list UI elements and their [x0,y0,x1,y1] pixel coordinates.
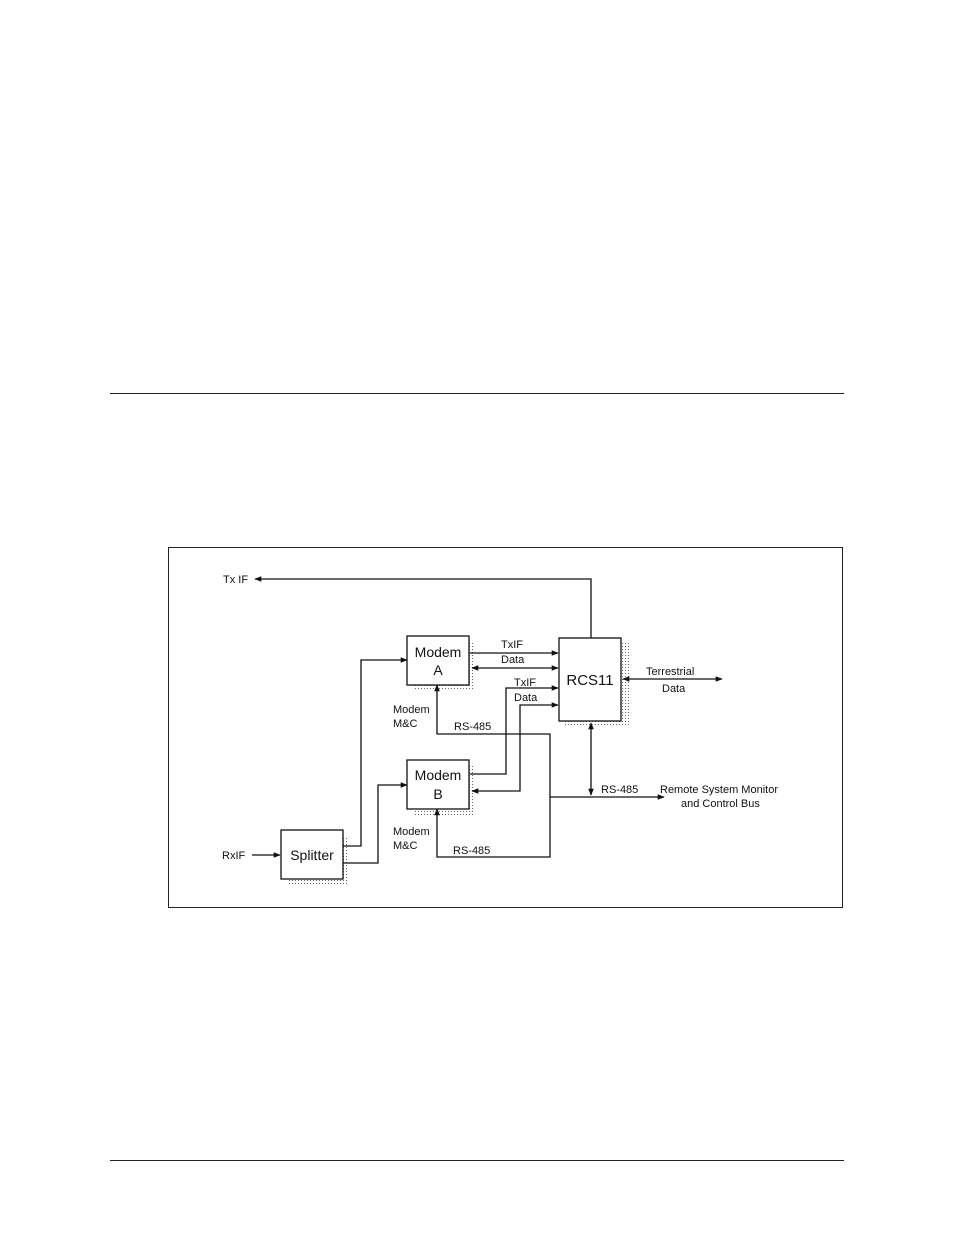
rcs11-label: RCS11 [566,672,613,689]
splitter-label: Splitter [290,847,334,863]
txif-a-label: TxIF [501,639,523,651]
modem-a-label-1: Modem [415,644,462,660]
bottom-rule [110,1160,844,1161]
modem-a-block: Modem A [406,635,470,686]
splitter-to-modem-a [343,657,408,847]
block-diagram: Modem A Modem B RCS11 Splitter Tx IF RxI… [222,574,778,885]
tx-if-line [254,576,592,638]
mc-a-line [434,684,551,797]
rcs11-block: RCS11 [558,637,622,722]
data-b-line [471,702,559,794]
rs485-b-label: RS-485 [453,845,490,857]
top-rule [110,393,844,394]
rs485-bus-label: RS-485 [601,784,638,796]
terrestrial-label-2: Data [662,683,686,695]
modem-b-label-1: Modem [415,767,462,783]
rx-if-label: RxIF [222,850,246,862]
tx-if-label: Tx IF [223,574,248,586]
remote-bus-label-2: and Control Bus [681,798,760,810]
modem-b-label-2: B [433,786,442,802]
modem-mc-a-label-2: M&C [393,718,418,730]
remote-bus-label-1: Remote System Monitor [660,784,778,796]
modem-mc-b-label-2: M&C [393,840,418,852]
modem-a-label-2: A [433,662,443,678]
modem-mc-b-label-1: Modem [393,826,430,838]
terrestrial-label-1: Terrestrial [646,666,694,678]
data-a-label: Data [501,654,525,666]
connections [252,576,723,864]
txif-b-label: TxIF [514,677,536,689]
modem-mc-a-label-1: Modem [393,704,430,716]
splitter-block: Splitter [280,829,344,880]
rs485-a-label: RS-485 [454,721,491,733]
splitter-to-modem-b [343,782,408,864]
modem-b-block: Modem B [406,759,470,810]
mc-b-line [434,797,551,858]
data-b-label: Data [514,692,538,704]
figure-frame: Modem A Modem B RCS11 Splitter Tx IF RxI… [168,547,843,908]
